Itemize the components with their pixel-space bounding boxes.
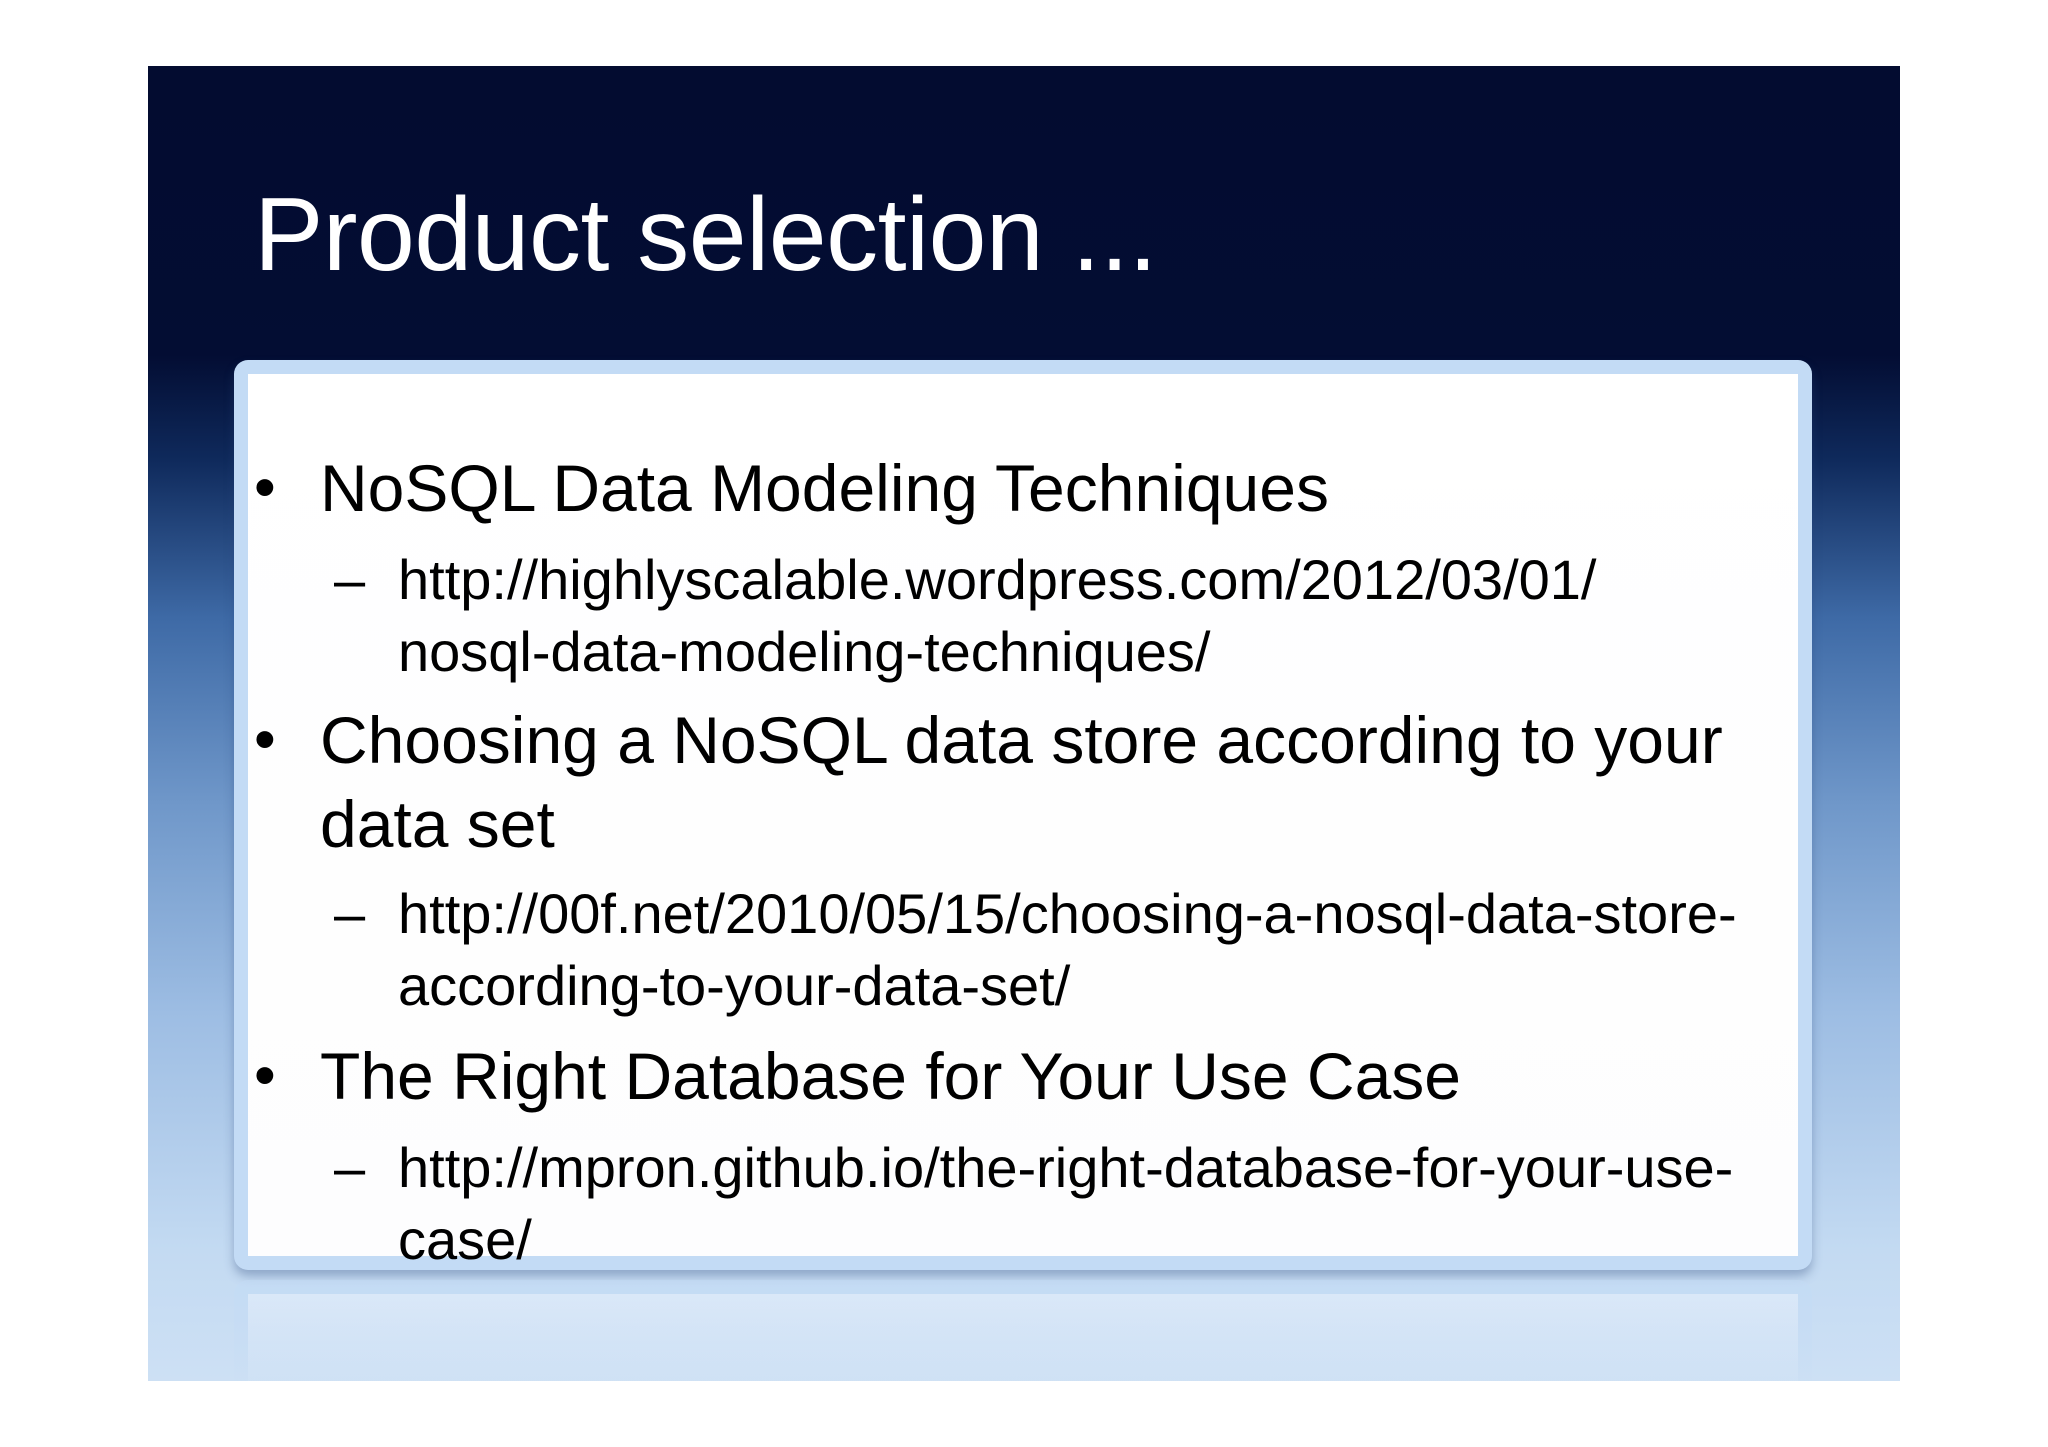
sub-bullet-marker: – [334, 882, 366, 945]
content-frame-reflection [234, 1280, 1812, 1381]
sub-bullet-marker: – [334, 1136, 366, 1199]
bullet-1-link[interactable]: http://highlyscalable.wordpress.com/2012… [398, 548, 1597, 683]
bullet-3-text: The Right Database for Your Use Case [320, 1039, 1461, 1113]
bullet-1-text: NoSQL Data Modeling Techniques [320, 451, 1329, 525]
bullet-3-link[interactable]: http://mpron.github.io/the-right-databas… [398, 1136, 1734, 1271]
bullet-2-link[interactable]: http://00f.net/2010/05/15/choosing-a-nos… [398, 882, 1737, 1017]
bullet-2-text: Choosing a NoSQL data store according to… [320, 703, 1723, 861]
bullet-marker: • [254, 453, 276, 522]
content-frame [234, 360, 1812, 1270]
slide: Product selection ... • NoSQL Data Model… [148, 66, 1900, 1381]
bullet-marker: • [254, 1041, 276, 1110]
content-panel [248, 374, 1798, 1256]
slide-title: Product selection ... [254, 177, 1157, 293]
bullet-marker: • [254, 705, 276, 774]
sub-bullet-marker: – [334, 548, 366, 611]
